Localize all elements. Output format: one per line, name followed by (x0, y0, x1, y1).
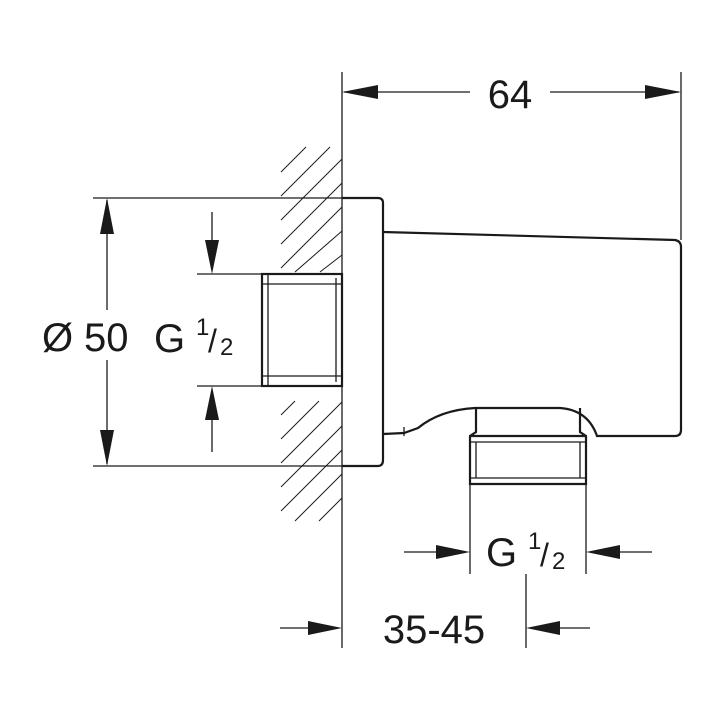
dimension-diameter: Ø 50 (42, 197, 342, 467)
dimension-width-label: 64 (488, 73, 533, 117)
thread-left-slash: / (208, 323, 217, 359)
dimension-diameter-label: 50 (84, 316, 129, 360)
dimension-wall-depth: 35-45 (280, 574, 590, 652)
thread-bottom-numerator: 1 (528, 528, 541, 555)
outlet-body (382, 230, 683, 438)
thread-left-denominator: 2 (220, 334, 233, 361)
dimension-thread-bottom: G 1 / 2 (404, 484, 652, 575)
wall-connector-thread (260, 272, 344, 388)
rosette-plate (342, 196, 385, 468)
dimension-wall-depth-label: 35-45 (383, 608, 485, 652)
thread-bottom-prefix: G (486, 531, 517, 575)
thread-left-prefix: G (154, 317, 185, 361)
wall-hatch-upper (280, 146, 343, 273)
thread-bottom-slash: / (540, 537, 549, 573)
wall-hatch-lower (280, 400, 343, 522)
dimension-width: 64 (342, 72, 682, 240)
dimension-diameter-symbol: Ø (42, 316, 73, 360)
thread-bottom-denominator: 2 (552, 548, 565, 575)
dimension-thread-left: G 1 / 2 (154, 212, 262, 452)
hose-connector-thread (468, 408, 588, 486)
thread-left-numerator: 1 (196, 314, 209, 341)
